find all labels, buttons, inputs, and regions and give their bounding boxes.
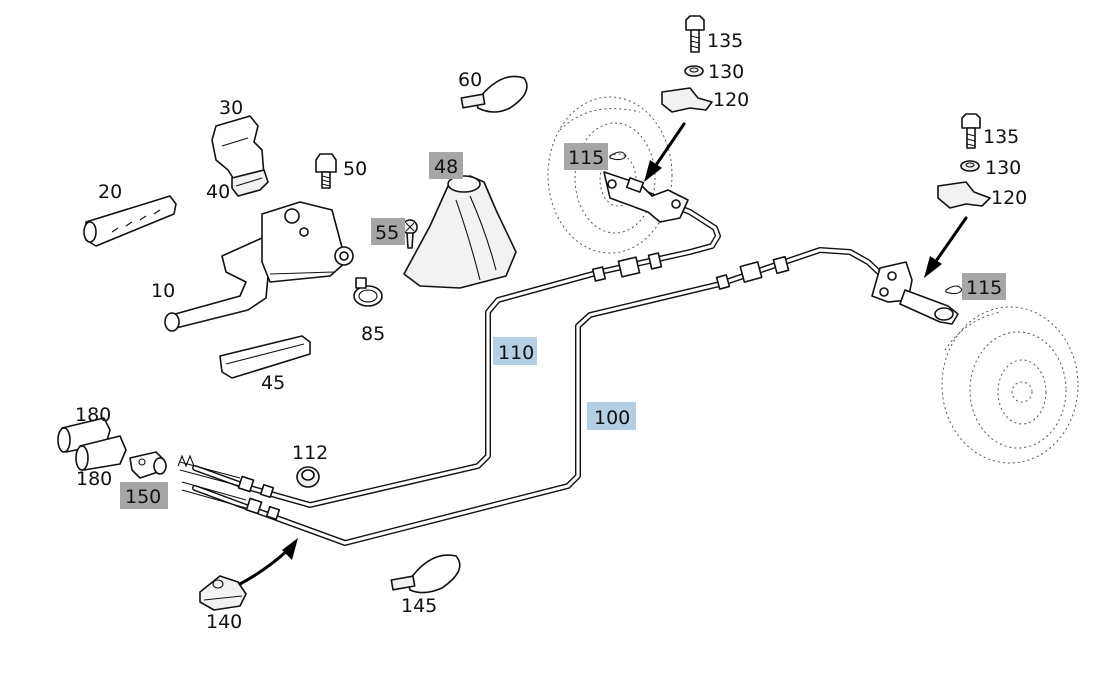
callout-112: 112 [292,442,328,464]
part-45-trim-strip [219,335,311,379]
callout-145: 145 [401,595,437,617]
part-140-cable-guide [199,575,247,611]
callout-110-highlight [493,337,537,365]
callout-115-right: 115 [966,277,1002,299]
cable-110-wheel-bracket [603,171,689,223]
callout-120-right: 120 [991,187,1027,209]
callout-85: 85 [361,323,385,345]
part-48-lever-boot [403,175,517,289]
callout-130-left: 130 [708,61,744,83]
part-115-spring-clip-left [609,151,627,161]
part-40-clip [231,169,269,197]
callout-48: 48 [434,156,458,178]
callout-10: 10 [151,280,175,302]
part-10-handbrake-lever [164,201,354,332]
assembly-arrow-left-wheel [644,122,686,182]
cable-110-ferrules [237,252,663,499]
callout-100-highlight [587,402,636,430]
callout-150: 150 [125,486,161,508]
part-145-cable-tie [390,554,461,594]
callout-110: 110 [498,342,534,364]
callout-140: 140 [206,611,242,633]
callout-60: 60 [458,69,482,91]
part-180-sleeve-lower [75,435,127,471]
callout-115-left-highlight [564,143,608,170]
part-85-hose-clamp [353,277,383,307]
callout-135-left: 135 [707,30,743,52]
callout-180-lower: 180 [76,468,112,490]
part-55-screw [402,219,418,249]
cable-100 [192,247,908,546]
right-rear-brake-drum [941,306,1079,464]
part-20-lever-grip [83,195,177,247]
cable-100-wheel-bracket [871,261,959,325]
callout-130-right: 130 [985,157,1021,179]
callout-20: 20 [98,181,122,203]
part-120-clamp-right [937,181,991,209]
callout-115-left: 115 [568,147,604,169]
part-150-adjuster [129,451,167,479]
part-135-bolt-left [685,15,705,53]
part-50-bolt [315,153,337,189]
callout-55: 55 [375,222,399,244]
callout-180-upper: 180 [75,404,111,426]
part-130-washer-right [960,160,980,172]
part-60-cable-tie [460,75,528,113]
part-120-clamp-left [661,87,713,113]
callout-115-right-highlight [962,273,1006,300]
callout-135-right: 135 [983,126,1019,148]
callout-50: 50 [343,158,367,180]
callout-100: 100 [594,407,630,429]
cable-100-ferrules [245,255,790,521]
cable-threaded-ends [177,454,247,509]
callout-120-left: 120 [713,89,749,111]
part-115-spring-clip-right [945,285,963,295]
callout-30: 30 [219,97,243,119]
assembly-arrow-right-wheel [924,216,968,278]
callout-40: 40 [206,181,230,203]
part-130-washer-left [684,65,704,77]
callout-150-highlight [120,482,168,509]
assembly-arrow-cable-guide [238,538,298,586]
callout-48-highlight [429,152,463,179]
part-112-grommet [296,466,320,488]
callout-45: 45 [261,372,285,394]
part-135-bolt-right [961,113,981,149]
callout-55-highlight [371,218,405,245]
